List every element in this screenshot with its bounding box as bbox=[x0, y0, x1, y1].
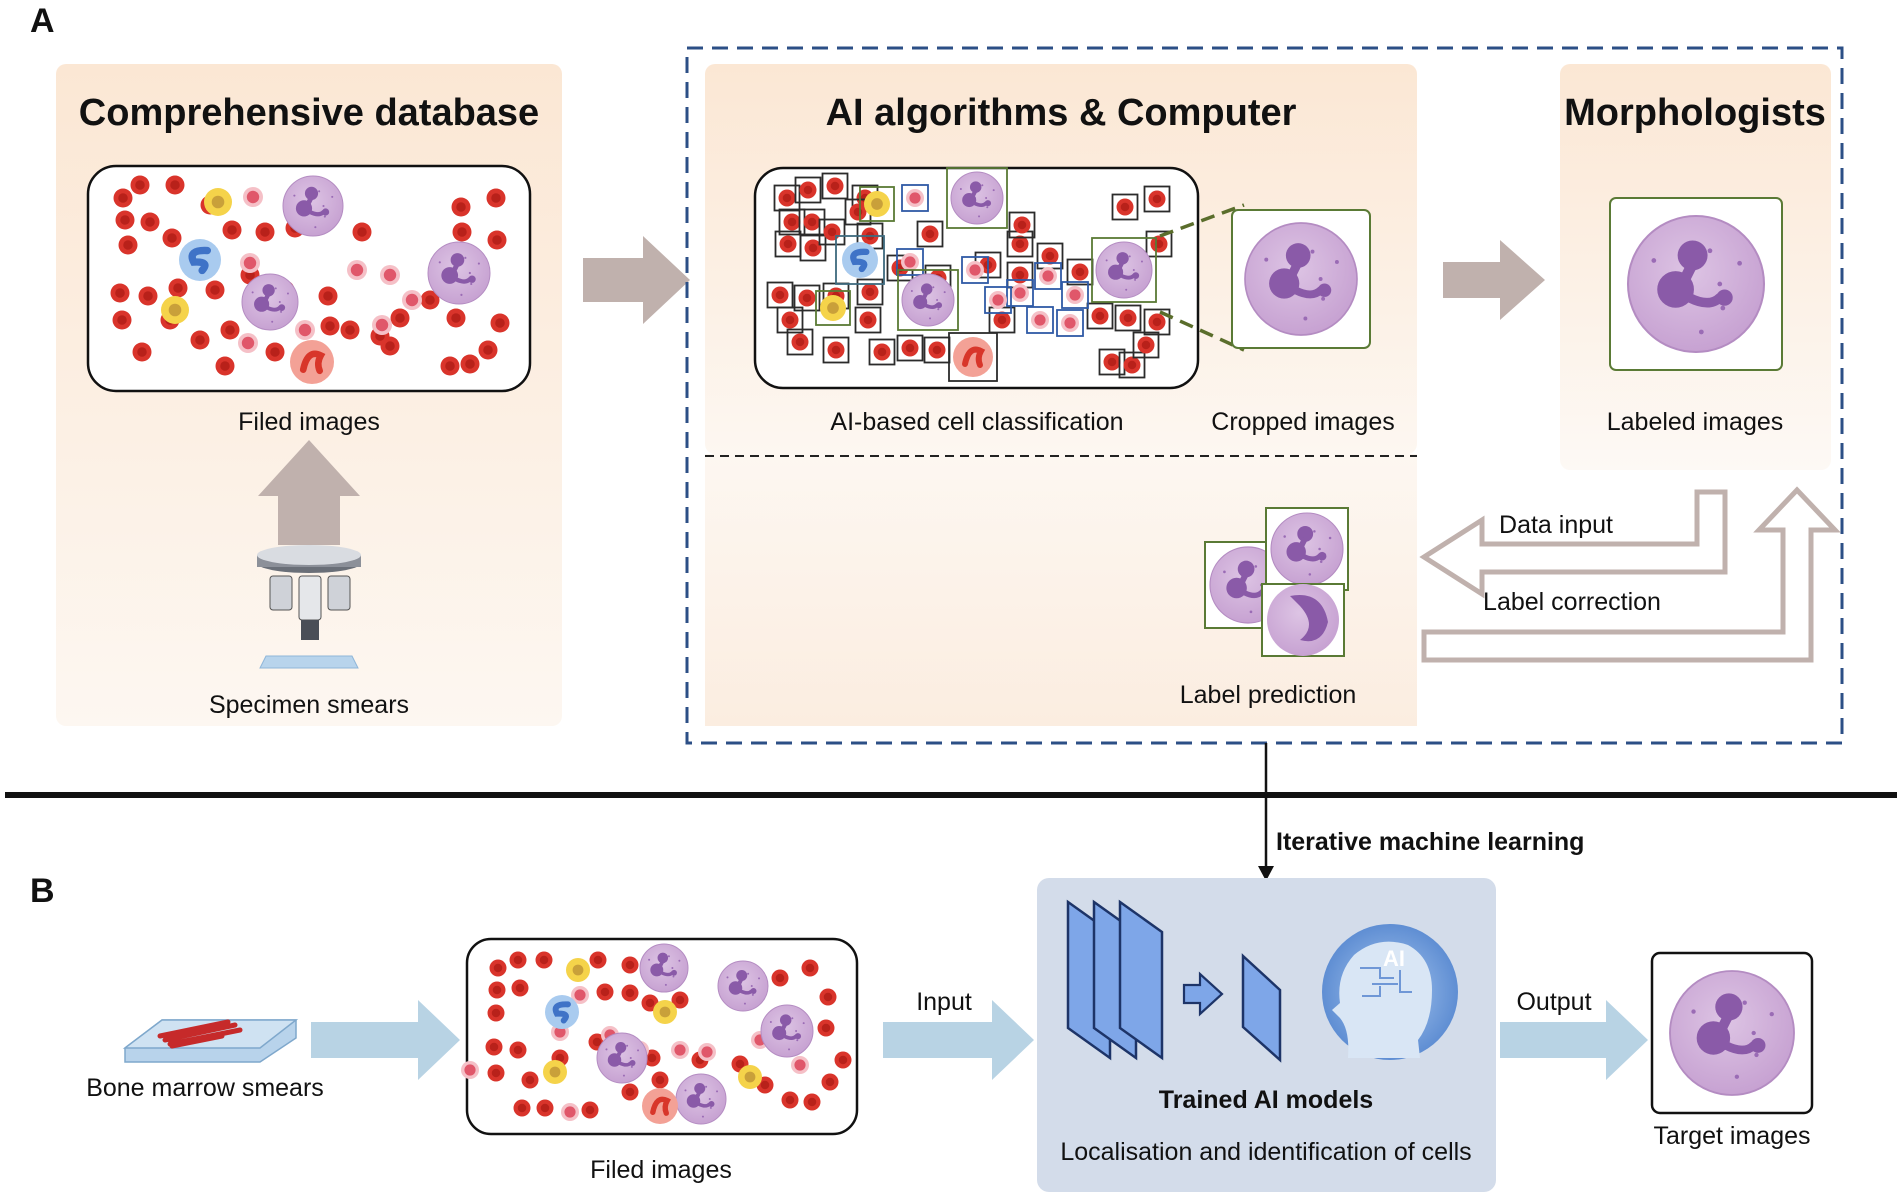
morphologists-title: Morphologists bbox=[1564, 92, 1826, 134]
filed-images-caption: Filed images bbox=[238, 408, 380, 436]
iterative-learning-label: Iterative machine learning bbox=[1276, 828, 1584, 856]
database-panel: Comprehensive database Filed images Spec… bbox=[56, 64, 562, 726]
field-image-cells-b bbox=[461, 943, 852, 1125]
target-image bbox=[1650, 951, 1814, 1115]
ai-head-icon: AI bbox=[1322, 924, 1458, 1060]
database-title: Comprehensive database bbox=[79, 92, 539, 134]
morphologists-panel: Morphologists Labeled images bbox=[1560, 64, 1831, 470]
classified-cells bbox=[766, 167, 1173, 382]
ai-algorithms-title: AI algorithms & Computer bbox=[826, 92, 1297, 134]
label-prediction-stack bbox=[1204, 507, 1349, 657]
label-prediction-caption: Label prediction bbox=[1180, 681, 1357, 709]
bone-marrow-caption: Bone marrow smears bbox=[86, 1074, 324, 1102]
trained-ai-model-box: AI Trained AI models Localisation and id… bbox=[1037, 878, 1496, 1192]
label-correction-arrow bbox=[1421, 486, 1841, 663]
ai-algorithms-panel: AI algorithms & Computer AI-based cell c… bbox=[705, 64, 1417, 726]
blue-arrow-icon-3 bbox=[1500, 1000, 1648, 1080]
label-correction-label: Label correction bbox=[1483, 588, 1661, 616]
target-caption: Target images bbox=[1653, 1122, 1810, 1150]
bone-marrow-slide-icon bbox=[122, 1019, 299, 1063]
down-arrow-icon bbox=[1258, 866, 1274, 881]
data-input-label: Data input bbox=[1499, 511, 1613, 539]
panel-b-letter: B bbox=[30, 872, 55, 910]
specimen-smears-caption: Specimen smears bbox=[209, 691, 409, 719]
right-arrow-icon-2 bbox=[1443, 240, 1545, 320]
panel-a-letter: A bbox=[30, 2, 55, 40]
labeled-caption: Labeled images bbox=[1607, 408, 1784, 436]
model-subtitle: Localisation and identification of cells bbox=[1060, 1138, 1471, 1166]
up-arrow-icon bbox=[258, 440, 360, 545]
classification-caption: AI-based cell classification bbox=[830, 408, 1123, 436]
field-image-cells bbox=[110, 175, 510, 384]
model-title: Trained AI models bbox=[1159, 1086, 1373, 1114]
output-label: Output bbox=[1516, 988, 1591, 1016]
cropped-image bbox=[1231, 209, 1371, 349]
right-arrow-icon bbox=[583, 236, 690, 324]
filed-images-caption-b: Filed images bbox=[590, 1156, 732, 1184]
iterative-frame bbox=[685, 46, 1844, 745]
blue-arrow-icon-1 bbox=[311, 1000, 460, 1080]
blue-arrow-icon-2 bbox=[883, 1000, 1034, 1080]
cropped-caption: Cropped images bbox=[1211, 408, 1394, 436]
ai-badge: AI bbox=[1383, 946, 1405, 971]
data-input-arrow bbox=[1419, 489, 1728, 599]
input-label: Input bbox=[916, 988, 972, 1016]
neural-network-icon bbox=[1066, 899, 1282, 1063]
microscope-icon bbox=[257, 545, 361, 669]
